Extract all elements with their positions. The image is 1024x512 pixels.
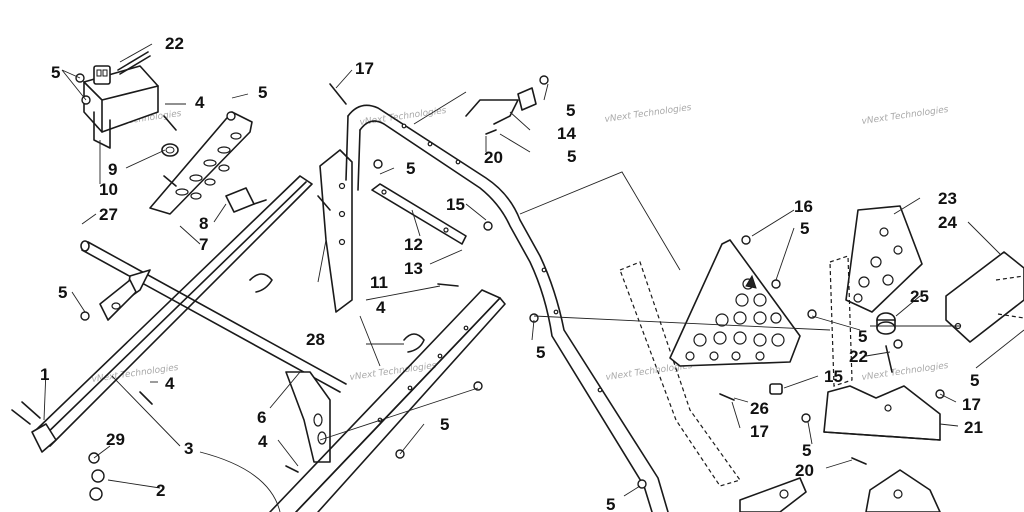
callout-23: 23 xyxy=(938,189,957,208)
bracket-21 xyxy=(823,385,941,441)
watermark: vNext Technologies xyxy=(861,361,949,383)
callout-4: 4 xyxy=(195,93,205,112)
watermark: vNext Technologies xyxy=(604,103,692,125)
callout-1: 1 xyxy=(40,365,49,384)
callout-15: 15 xyxy=(824,367,843,386)
callout-10: 10 xyxy=(99,180,118,199)
strap-12 xyxy=(371,183,467,245)
watermark: vNext Technologies xyxy=(349,361,437,383)
callout-17: 17 xyxy=(355,59,374,78)
callout-17: 17 xyxy=(750,422,769,441)
callout-5: 5 xyxy=(800,219,809,238)
callout-27: 27 xyxy=(99,205,118,224)
callout-26: 26 xyxy=(750,399,769,418)
upper-bracket-14 xyxy=(465,75,549,125)
callout-5: 5 xyxy=(606,495,615,512)
mounting-plate xyxy=(149,111,253,215)
callout-28: 28 xyxy=(306,330,325,349)
callout-3: 3 xyxy=(184,439,193,458)
callout-5: 5 xyxy=(566,101,575,120)
grommet xyxy=(161,143,179,157)
callout-5: 5 xyxy=(970,371,979,390)
callout-4: 4 xyxy=(376,298,386,317)
callout-5: 5 xyxy=(51,63,60,82)
callout-13: 13 xyxy=(404,259,423,278)
lower-right-parts xyxy=(739,469,941,512)
callout-20: 20 xyxy=(795,461,814,480)
callout-29: 29 xyxy=(106,430,125,449)
callout-11: 11 xyxy=(370,273,388,292)
electronic-module xyxy=(83,51,159,149)
screw xyxy=(163,175,177,187)
callout-4: 4 xyxy=(258,432,268,451)
dashed-frame xyxy=(619,261,741,487)
callout-24: 24 xyxy=(938,213,957,232)
callout-5: 5 xyxy=(567,147,576,166)
callout-8: 8 xyxy=(199,214,208,233)
callout-16: 16 xyxy=(794,197,813,216)
callout-6: 6 xyxy=(257,408,266,427)
cross-member xyxy=(31,175,313,453)
bracket-24 xyxy=(945,251,1024,343)
side-bracket-11 xyxy=(319,149,353,313)
side-bracket-6 xyxy=(285,371,331,463)
leader-lines xyxy=(43,43,1024,512)
callout-22: 22 xyxy=(165,34,184,53)
callout-17: 17 xyxy=(962,395,981,414)
callout-5: 5 xyxy=(58,283,67,302)
callout-7: 7 xyxy=(199,235,208,254)
callout-5: 5 xyxy=(802,441,811,460)
relay xyxy=(225,187,267,213)
callout-5: 5 xyxy=(536,343,545,362)
screw xyxy=(163,115,177,131)
lower-frame-rail xyxy=(269,289,506,512)
callout-4: 4 xyxy=(165,374,175,393)
spacer-25 xyxy=(876,312,896,335)
fasteners xyxy=(11,73,945,501)
tube-assembly xyxy=(80,240,347,393)
callout-20: 20 xyxy=(484,148,503,167)
callout-5: 5 xyxy=(858,327,867,346)
bracket-23 xyxy=(829,205,923,387)
callout-9: 9 xyxy=(108,160,117,179)
callout-22: 22 xyxy=(849,347,868,366)
main-frame xyxy=(345,104,669,512)
callout-25: 25 xyxy=(910,287,929,306)
callout-5: 5 xyxy=(406,159,415,178)
callout-21: 21 xyxy=(964,418,983,437)
watermark: vNext Technologies xyxy=(861,105,949,127)
callout-2: 2 xyxy=(156,481,165,500)
callout-5: 5 xyxy=(440,415,449,434)
callout-14: 14 xyxy=(557,124,576,143)
callout-5: 5 xyxy=(258,83,267,102)
callout-labels: 22 5 4 5 9 10 8 7 27 5 1 4 29 3 2 17 5 1… xyxy=(40,34,983,512)
callout-12: 12 xyxy=(404,235,423,254)
callout-15: 15 xyxy=(446,195,465,214)
triangle-plate xyxy=(669,239,801,367)
